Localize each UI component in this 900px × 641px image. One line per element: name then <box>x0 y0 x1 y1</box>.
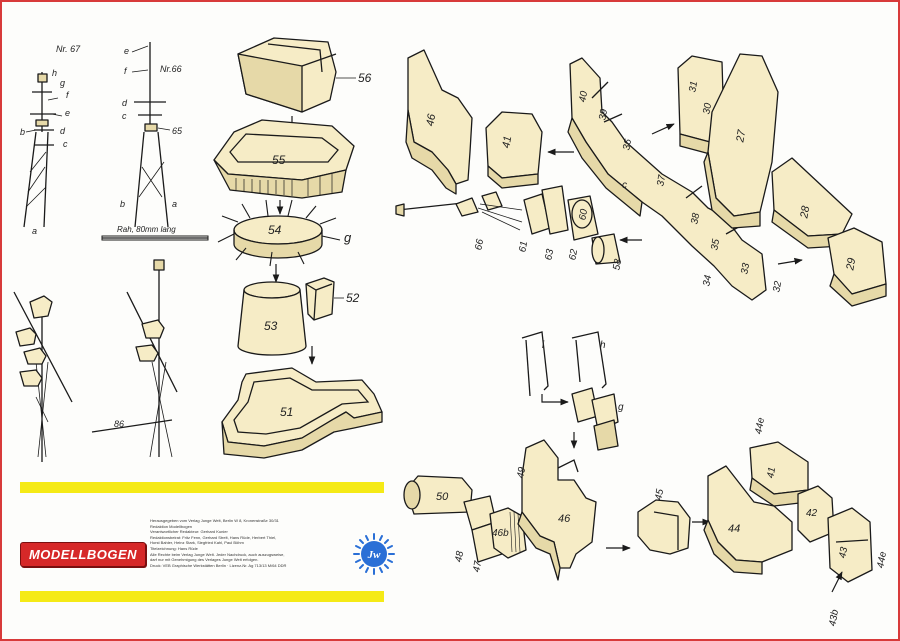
imprint-line: Herausgegeben vom Verlag Junge Welt, Ber… <box>150 518 279 523</box>
bottom-45: 45 <box>653 488 666 501</box>
mast66-e: e <box>124 46 129 56</box>
part-54: 54 <box>268 223 282 237</box>
yellow-band-bottom <box>20 591 384 602</box>
hull-41: 41 <box>500 135 514 149</box>
bottom-44: 44 <box>728 523 740 535</box>
imprint-text: Herausgegeben vom Verlag Junge Welt, Ber… <box>150 518 350 568</box>
hull-60: 60 <box>577 208 590 221</box>
bottom-49: 49 <box>515 466 528 479</box>
hull-58: 58 <box>611 258 624 271</box>
hull-36: 36 <box>621 138 634 151</box>
bottom-46: 46 <box>558 513 571 525</box>
mast67-f: f <box>66 90 70 100</box>
imprint-line: Druck: VEB Graphische Werkstätten Berlin… <box>150 562 287 568</box>
label-nr66: Nr.66 <box>160 64 182 74</box>
hull-66: 66 <box>473 238 486 251</box>
mast66-ref65: 65 <box>172 126 183 136</box>
bottom-41: 41 <box>765 466 778 479</box>
hull-38: 38 <box>689 212 702 225</box>
yellow-band-top <box>20 482 384 493</box>
small-h: h <box>600 340 606 351</box>
mast-nr66: Nr.66 e f d c 65 b a Rah, 80mm lang <box>101 42 209 241</box>
mast66-c: c <box>122 111 127 121</box>
small-assembly: i h g <box>521 331 624 451</box>
mast66-f: f <box>124 66 128 76</box>
bottom-48: 48 <box>453 550 466 563</box>
part-52: 52 <box>346 291 360 305</box>
hull-46: 46 <box>424 112 438 127</box>
bottom-assembly: 50 48 47 46b 46 49 45 <box>403 416 889 627</box>
imprint-line: Redaktionsbeirat: Fritz Fenn, Gerhard St… <box>150 534 277 540</box>
imprint-line: Horst Bahler, Heinz Stark, Siegfried Kah… <box>150 540 244 546</box>
hull-35: 35 <box>709 238 722 251</box>
bottom-44e-top: 44e <box>753 416 767 435</box>
small-i: i <box>542 340 545 351</box>
rah-note: Rah, 80mm lang <box>117 225 176 234</box>
hull-assembly: 46 41 40 39 36 37 38 35 33 34 32 c <box>395 49 887 307</box>
hull-32: 32 <box>771 280 784 293</box>
bottom-47: 47 <box>471 560 484 573</box>
mast-detail-left <box>13 291 73 462</box>
hull-34: 34 <box>701 274 714 287</box>
mast67-a: a <box>32 226 37 236</box>
label-nr67: Nr. 67 <box>56 44 81 54</box>
hull-30: 30 <box>701 102 714 115</box>
hull-62: 62 <box>567 248 580 261</box>
imprint-line: Alle Rechte beim Verlag Junge Welt. Jede… <box>150 551 285 557</box>
publisher-emblem-icon: Jw <box>353 533 395 575</box>
part-53: 53 <box>264 319 278 333</box>
mast67-d: d <box>60 126 66 136</box>
imprint-line: Redaktion Modellbogen <box>150 523 193 529</box>
part-56: 56 <box>358 71 372 85</box>
modellbogen-logo: MODELLBOGEN <box>20 542 146 567</box>
hull-63: 63 <box>543 248 556 261</box>
hull-61: 61 <box>517 240 530 253</box>
bottom-43: 43 <box>837 546 850 559</box>
bottom-43b: 43b <box>827 608 841 627</box>
hull-c: c <box>622 180 627 191</box>
mast67-h: h <box>52 68 57 78</box>
hull-29: 29 <box>844 257 858 272</box>
mast-ref86: 86 <box>114 419 124 429</box>
mast-nr67: Nr. 67 h g f e b d c a <box>20 44 81 236</box>
hull-37: 37 <box>655 174 668 187</box>
emblem-text: Jw <box>367 549 382 561</box>
small-g: g <box>618 402 624 413</box>
hull-39: 39 <box>597 108 610 121</box>
part-54-g: g <box>344 230 352 245</box>
mast67-e: e <box>65 108 70 118</box>
hull-33: 33 <box>739 262 752 275</box>
part-51: 51 <box>280 405 293 419</box>
mast66-a: a <box>172 199 177 209</box>
part-55: 55 <box>272 153 286 167</box>
bottom-50: 50 <box>436 491 449 503</box>
hull-27: 27 <box>734 128 748 144</box>
bottom-44e-bottom: 44e <box>875 550 889 569</box>
mast67-c: c <box>63 139 68 149</box>
hull-31: 31 <box>687 80 700 93</box>
bottom-42: 42 <box>806 508 818 519</box>
mast67-g: g <box>60 78 65 88</box>
mast66-b: b <box>120 199 125 209</box>
mast-detail-right: 86 <box>91 259 178 458</box>
mast67-b: b <box>20 127 25 137</box>
imprint-line: Titelzeichnung: Hans Rüde <box>150 545 198 551</box>
mast66-d: d <box>122 98 128 108</box>
hull-28: 28 <box>798 204 812 220</box>
hull-40: 40 <box>577 90 590 103</box>
bottom-46b: 46b <box>492 528 509 539</box>
imprint-line: darf nur mit Genehmigung des Verlages Ju… <box>150 557 259 563</box>
tower-assembly: 56 55 <box>213 37 383 459</box>
imprint-line: Verantwortlicher Redakteur: Gerhard Kuni… <box>150 529 228 535</box>
